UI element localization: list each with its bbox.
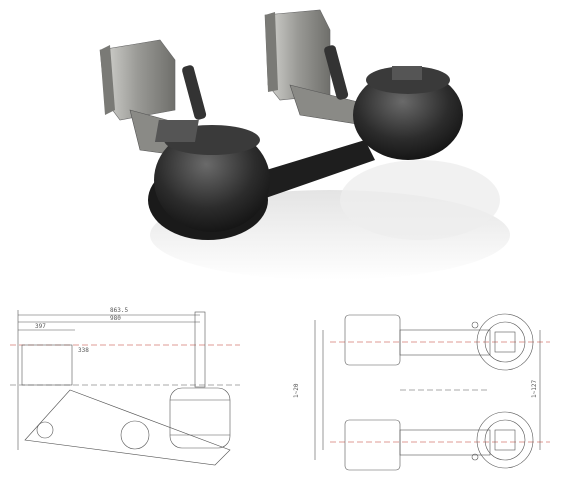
suspension-render [99,9,510,280]
dim-label-4: 338 [78,347,89,354]
axle-tube [250,140,375,200]
left-shock-absorber [182,65,207,120]
right-hanger-bracket [264,9,331,101]
dim-label-6: 1~127 [531,380,538,398]
dim-label-1: 863.5 [110,307,128,314]
dim-label-2: 980 [110,315,121,322]
top-view-drawing: 1~20 1~127 [293,313,550,471]
left-hanger-bracket [99,39,176,121]
right-shock-absorber [324,45,349,100]
dim-label-5: 1~20 [293,383,300,398]
right-air-spring [353,66,463,160]
side-view-drawing: 863.5 980 397 338 [10,307,240,466]
dim-label-3: 397 [35,323,46,330]
left-air-spring [148,120,270,240]
